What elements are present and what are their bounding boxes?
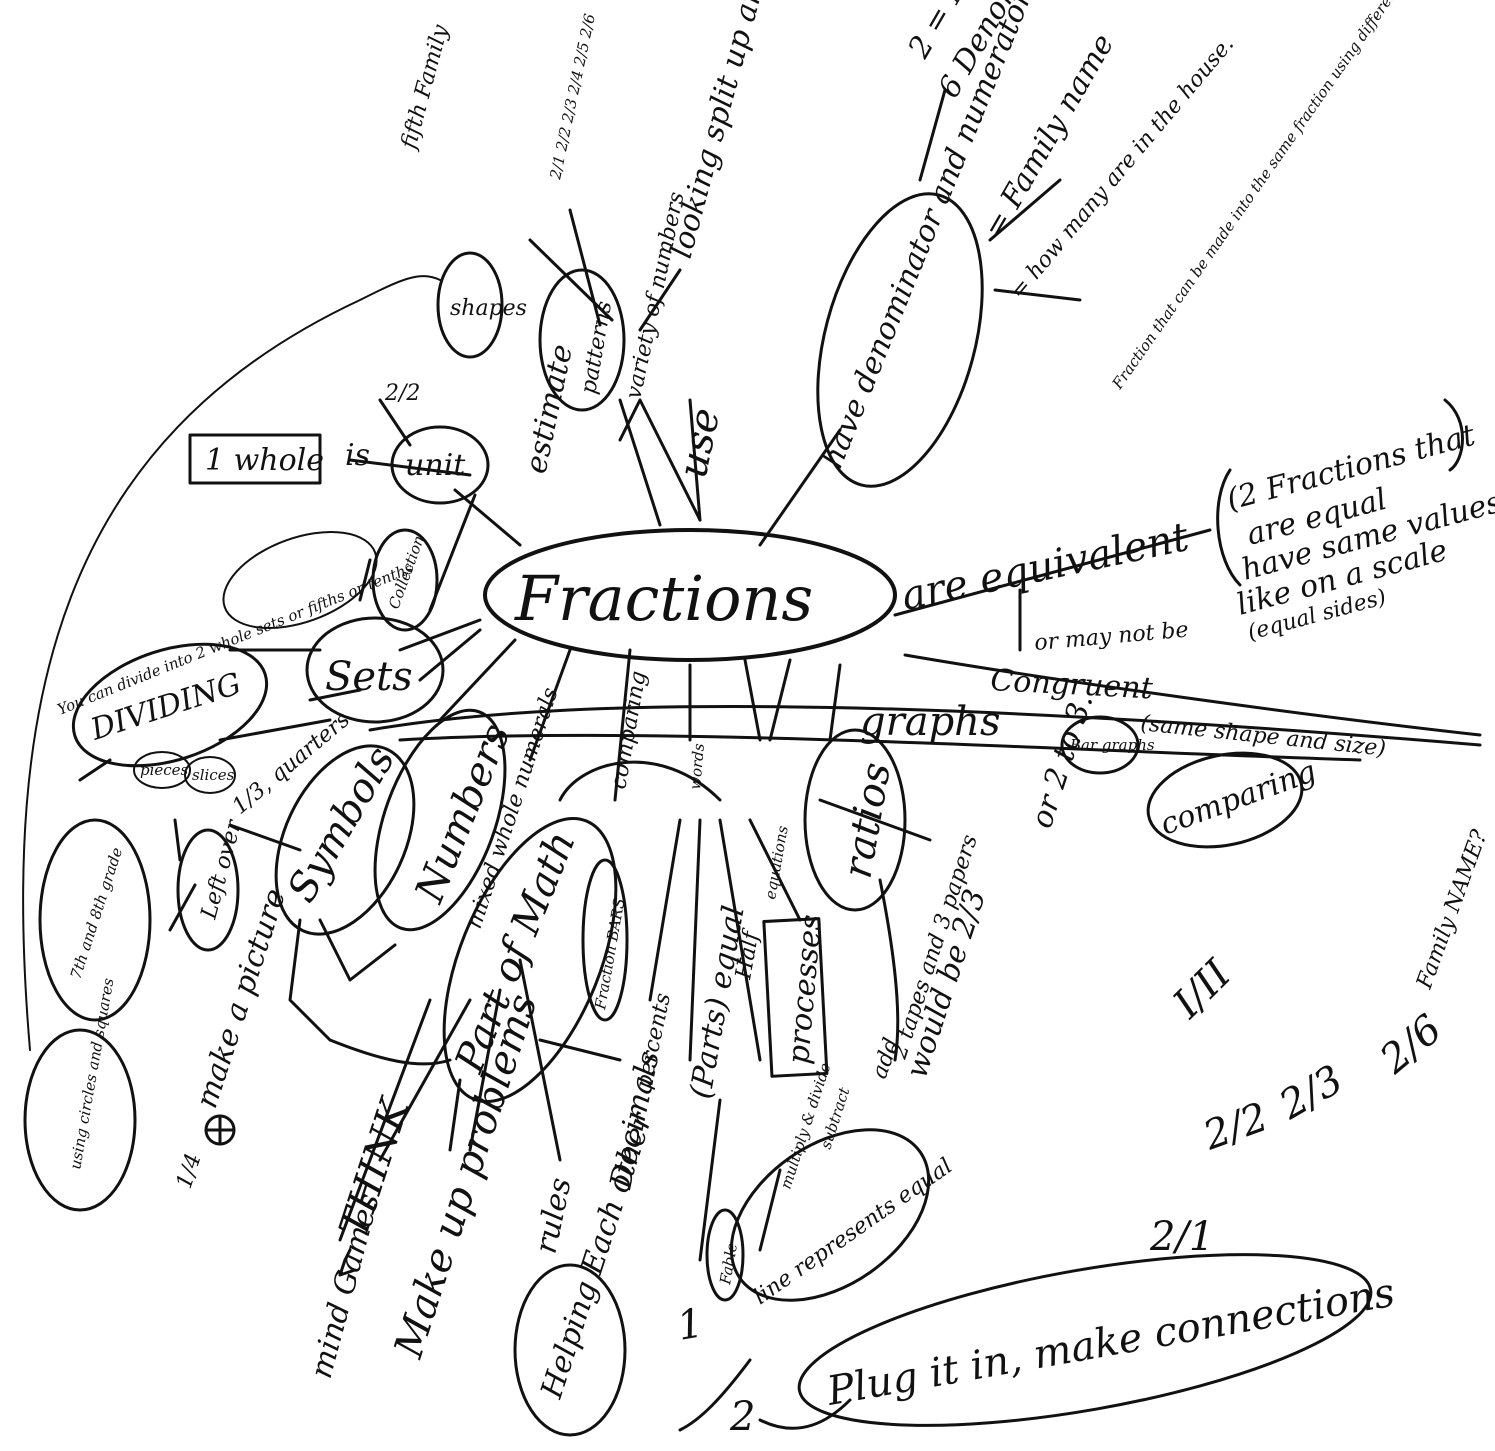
lower-left-cluster: Left over 7th and 8th grade using circle… — [25, 816, 293, 1210]
plug-label: Plug it in, make connections — [823, 1270, 1398, 1415]
ratios-cluster: ratios 2 tapes and 3 papers would be 2/3… — [805, 690, 1101, 1083]
two-over-three-label: 2/3 — [1271, 1057, 1351, 1130]
fraction-bars-label: Fraction BARS — [591, 897, 628, 1012]
one-whole-label: 1 whole — [205, 443, 324, 478]
rules-label: rules — [529, 1175, 579, 1257]
words-label: words — [686, 742, 708, 790]
shapes-label: shapes — [450, 296, 527, 321]
fifth-family-label: fifth Family — [396, 22, 454, 154]
one-bottom-label: 1 — [674, 1300, 707, 1350]
unit-cluster: unit 1 whole is 2/2 — [190, 381, 488, 503]
use-label: use — [670, 404, 730, 482]
center-node: Fractions — [485, 530, 895, 660]
fable-label: Fable — [716, 1241, 741, 1286]
processes-label: processes — [781, 913, 829, 1066]
family-q-label: Family NAME? — [1412, 827, 1493, 993]
pattern-seq-label: 2/1 2/2 2/3 2/4 2/5 2/6 — [546, 12, 599, 182]
two-over-two-label: 2/2 — [1197, 1094, 1274, 1160]
add-label: add — [867, 1035, 905, 1082]
dividing-label: DIVIDING — [86, 666, 246, 748]
two-halves-label: 2/2 — [384, 381, 420, 406]
roman-label: I/II — [1164, 951, 1241, 1028]
plug-cluster: Plug it in, make connections — [787, 1221, 1398, 1451]
may-not-be-label: or may not be — [1033, 618, 1189, 656]
unit-label: unit — [405, 448, 466, 483]
two-over-one-label: 2/1 — [1149, 1214, 1214, 1260]
quarter-circle-label: 1/4 — [172, 1150, 207, 1191]
patterns-label: patterns — [576, 299, 617, 396]
two-bottom-label: 2 — [729, 1394, 755, 1440]
pieces-label: pieces — [140, 761, 189, 779]
two-six-label: 2/6 — [1371, 1006, 1451, 1083]
two-to-three-label: or 2 to 3. — [1024, 690, 1100, 833]
sets-label: Sets — [325, 654, 413, 700]
patterns-cluster: patterns 2/1 2/2 2/3 2/4 2/5 2/6 variety… — [519, 0, 795, 482]
comparing-word-label: comparing — [606, 669, 651, 791]
left-over-label: Left over — [196, 816, 247, 922]
graphs-label: graphs — [860, 699, 1000, 745]
operations-cluster: line represents equal add subtract multi… — [700, 1035, 961, 1336]
connector-lines — [23, 90, 1480, 1430]
looking-label: looking split up amounts — [664, 0, 795, 262]
slices-label: slices — [192, 766, 235, 784]
equations-label: equations — [761, 824, 792, 901]
percents-label: percents — [631, 991, 676, 1091]
seventh-label: 7th and 8th grade — [67, 845, 127, 981]
shapes-cluster: shapes fifth Family — [396, 22, 527, 357]
fraction-note-label: Fraction that can be made into the same … — [1108, 0, 1448, 393]
make-picture-label: make a picture — [189, 885, 293, 1113]
mind-games-label: mind Games — [304, 1190, 387, 1382]
equivalent-label: are equivalent — [898, 514, 1194, 620]
ratios-label: ratios — [835, 759, 901, 882]
denominator-cluster: have denominator and numerator = Family … — [789, 0, 1449, 504]
is-label: is — [345, 438, 370, 473]
using-circles-label: using circles and squares — [66, 976, 117, 1170]
center-label: Fractions — [514, 562, 813, 635]
